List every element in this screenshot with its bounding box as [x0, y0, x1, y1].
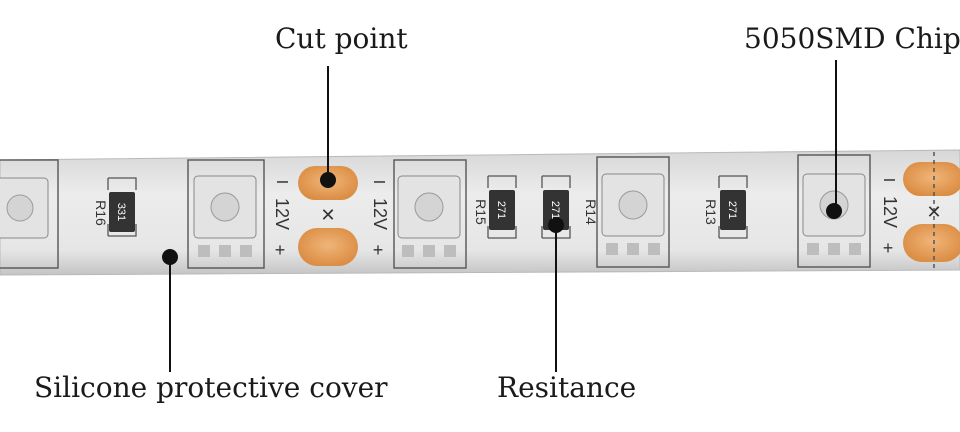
led-chip [596, 156, 670, 268]
led-chip [0, 159, 59, 269]
polarity-plus: + [275, 240, 286, 260]
resistor-code-r15: 271 [495, 201, 507, 219]
resistor-code-r14: 271 [549, 201, 561, 219]
voltage-label: 12V [880, 196, 900, 228]
resistor-footprint [107, 175, 748, 239]
voltage-label: 12V [370, 198, 390, 230]
pointer-lines [169, 60, 837, 372]
resistor-code-r13: 271 [726, 201, 738, 219]
resistor-code-r16: 331 [115, 203, 127, 221]
polarity-plus: + [373, 240, 384, 260]
cut-point-marker [320, 172, 336, 188]
callout-silicone-cover: Silicone protective cover [34, 371, 388, 404]
polarity-plus: + [883, 238, 894, 258]
callout-cut-point: Cut point [275, 22, 408, 55]
polarity-minus: I [273, 180, 290, 184]
polarity-minus: I [370, 180, 387, 184]
cover-marker [162, 249, 178, 265]
resistor-ref-r14: R14 [583, 199, 599, 225]
led-chip [393, 159, 467, 269]
resistance-marker [548, 217, 564, 233]
resistor-ref-r13: R13 [703, 199, 719, 225]
resistor-body [109, 190, 746, 232]
chip-marker [826, 203, 842, 219]
callout-5050smd-chip: 5050SMD Chip [744, 22, 960, 55]
cut-mark: ✕ [320, 205, 335, 225]
polarity-minus: I [880, 178, 897, 182]
callout-resistance: Resitance [497, 371, 637, 404]
resistor-ref-r15: R15 [473, 199, 489, 225]
cut-mark: ✕ [926, 202, 941, 222]
led-chip [187, 159, 265, 269]
voltage-label: 12V [272, 198, 292, 230]
resistor-ref-r16: R16 [93, 200, 109, 226]
